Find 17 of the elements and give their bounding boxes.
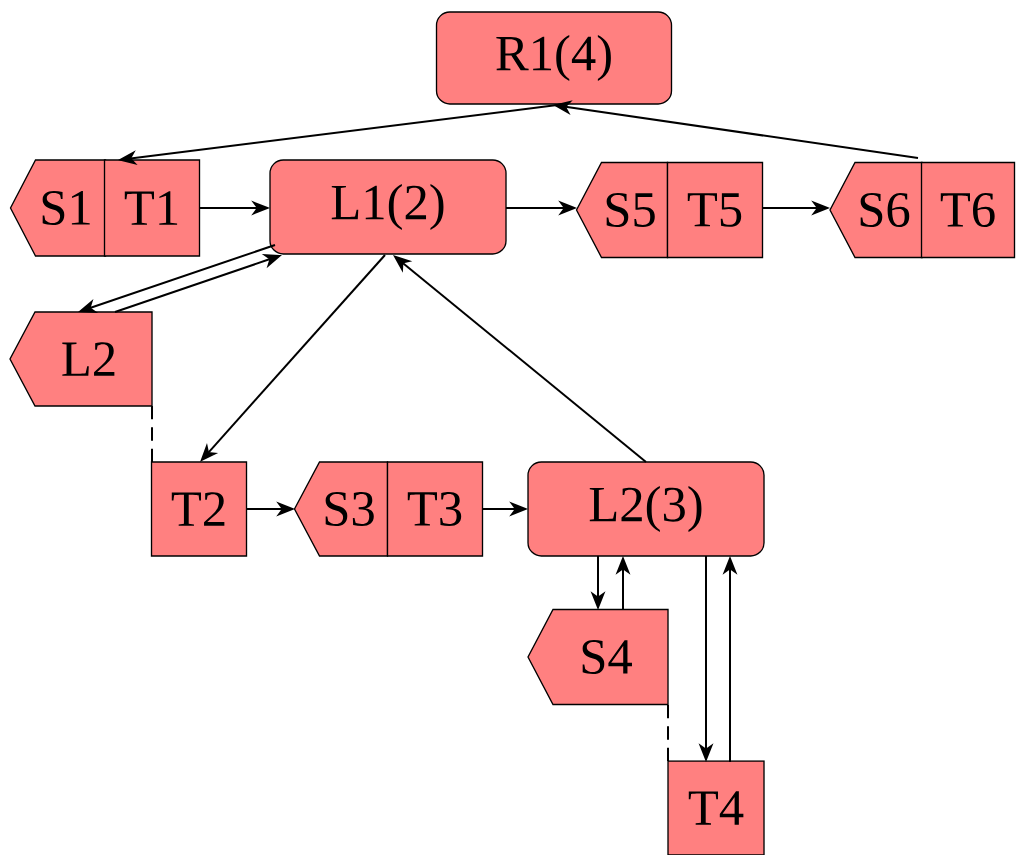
rounded-box: R1(4) xyxy=(435,11,673,105)
pentagon-box: S5 xyxy=(575,161,669,259)
rounded-box: L1(2) xyxy=(269,159,507,255)
pentagon-box: S6 xyxy=(829,161,923,259)
square-box: T1 xyxy=(103,159,201,257)
rounded-box: L2(3) xyxy=(527,461,765,557)
square-box: T2 xyxy=(150,461,248,557)
square-box: T3 xyxy=(386,461,484,557)
pentagon-box: L2 xyxy=(9,311,153,407)
pentagon-box: S1 xyxy=(9,159,107,257)
square-box: T5 xyxy=(666,161,764,259)
dashed-line xyxy=(667,704,669,763)
pentagon-box: S4 xyxy=(527,608,669,706)
square-box: T4 xyxy=(667,760,765,855)
dashed-line xyxy=(151,405,153,463)
pentagon-box: S3 xyxy=(293,461,389,557)
square-box: T6 xyxy=(920,161,1016,259)
